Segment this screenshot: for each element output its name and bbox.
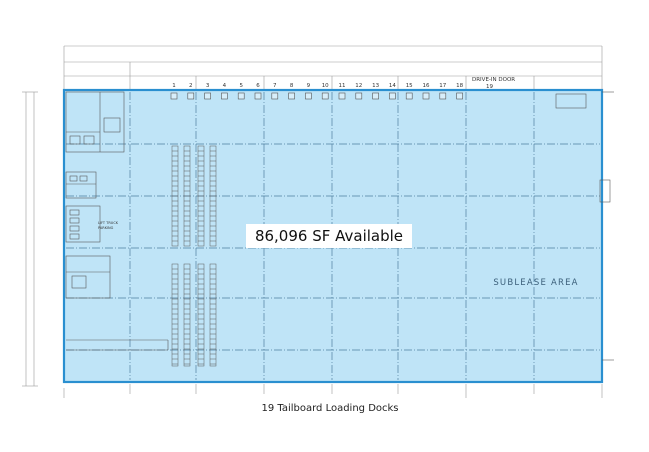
dock-number: 4 <box>223 83 227 89</box>
svg-text:PARKING: PARKING <box>98 226 114 230</box>
dock-number: 2 <box>189 83 193 89</box>
dock-number: 1 <box>172 83 176 89</box>
dock-number: 15 <box>406 83 413 89</box>
dock-door <box>372 92 379 100</box>
drive-in-door-label: DRIVE-IN DOOR <box>472 77 515 83</box>
dock-door <box>288 92 295 100</box>
dock-number: 17 <box>439 83 446 89</box>
dock-number: 7 <box>273 83 277 89</box>
storage-racks <box>171 145 217 367</box>
dock-doors <box>170 92 463 100</box>
available-area-label: 86,096 SF Available <box>246 224 412 248</box>
dock-door <box>170 92 178 100</box>
dock-number: 13 <box>372 83 379 89</box>
dock-door <box>254 92 262 100</box>
dock-number: 5 <box>239 83 243 89</box>
dock-door <box>456 92 463 100</box>
storage-rack <box>209 263 217 367</box>
dock-door <box>305 92 312 100</box>
dock-door <box>204 92 211 100</box>
office-area <box>65 91 614 361</box>
dock-number: 18 <box>456 83 463 89</box>
storage-rack <box>183 263 191 367</box>
dock-door <box>271 92 279 100</box>
dock-number: 11 <box>339 83 346 89</box>
dock-door <box>321 92 329 100</box>
svg-text:LIFT TRUCK: LIFT TRUCK <box>98 221 119 225</box>
dock-door <box>187 92 195 100</box>
sublease-area-label: SUBLEASE AREA <box>493 278 579 288</box>
dock-door <box>338 92 346 100</box>
dock-door <box>405 92 413 100</box>
dock-number: 14 <box>389 83 396 89</box>
drive-in-door-number: 19 <box>486 84 493 90</box>
dock-door <box>389 92 396 100</box>
dock-door <box>439 92 447 100</box>
dock-number: 6 <box>256 83 260 89</box>
dock-number: 9 <box>307 83 311 89</box>
dock-door <box>355 92 363 100</box>
dock-door <box>221 92 228 100</box>
dimension-lines <box>22 45 603 398</box>
storage-rack <box>171 263 179 367</box>
dock-number: 3 <box>206 83 210 89</box>
dock-number: 16 <box>423 83 430 89</box>
dock-number: 12 <box>355 83 362 89</box>
loading-docks-caption: 19 Tailboard Loading Docks <box>261 403 399 414</box>
dock-number: 10 <box>322 83 329 89</box>
dock-number: 8 <box>290 83 294 89</box>
dock-door <box>237 92 245 100</box>
storage-rack <box>197 263 205 367</box>
dock-door <box>422 92 430 100</box>
